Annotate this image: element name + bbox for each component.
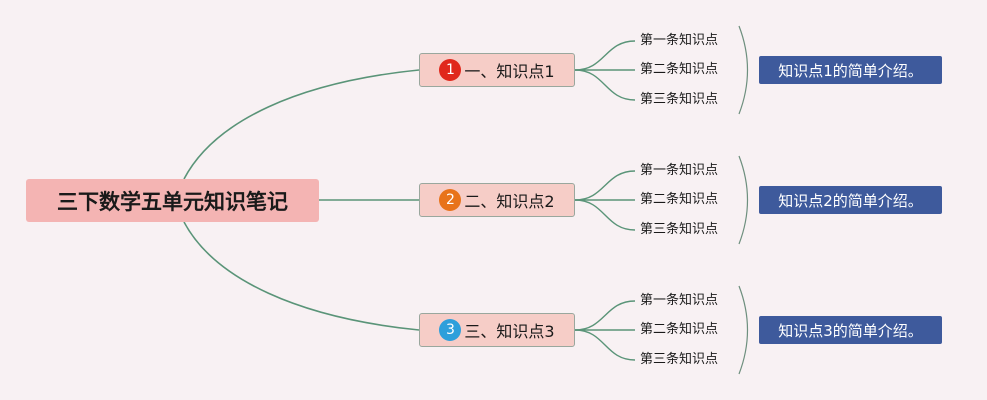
summary-topic-3[interactable]: 知识点3的简单介绍。 — [759, 316, 942, 344]
number-badge-1-icon: 1 — [439, 59, 462, 81]
connector-root-branch-3 — [183, 221, 420, 331]
connector-branch-2-leaf-3 — [574, 199, 636, 231]
leaf-topic-3-2[interactable]: 第二条知识点 — [640, 322, 719, 337]
number-badge-3-text: 3 — [445, 322, 455, 338]
number-badge-2-icon: 2 — [439, 189, 462, 211]
connector-branch-1-leaf-3 — [574, 69, 636, 101]
summary-topic-1[interactable]: 知识点1的简单介绍。 — [759, 56, 942, 84]
summary-bracket-3 — [738, 285, 749, 375]
root-topic[interactable]: 三下数学五单元知识笔记 — [26, 179, 319, 222]
branch-topic-2-label: 二、知识点2 — [464, 192, 555, 211]
number-badge-1-text: 1 — [445, 62, 455, 78]
branch-topic-2[interactable]: 2 二、知识点2 — [419, 183, 575, 217]
summary-topic-2-label: 知识点2的简单介绍。 — [778, 191, 923, 210]
branch-topic-1-label: 一、知识点1 — [464, 62, 555, 81]
connector-branch-3-leaf-3 — [574, 329, 636, 361]
leaf-topic-1-1[interactable]: 第一条知识点 — [640, 33, 719, 48]
connector-branch-2-leaf-1 — [574, 170, 636, 201]
leaf-topic-3-1[interactable]: 第一条知识点 — [640, 293, 719, 308]
connector-branch-1-leaf-1 — [574, 40, 636, 71]
leaf-topic-2-2[interactable]: 第二条知识点 — [640, 192, 719, 207]
connector-root-branch-1 — [183, 69, 420, 180]
summary-topic-3-label: 知识点3的简单介绍。 — [778, 321, 923, 340]
summary-topic-1-label: 知识点1的简单介绍。 — [778, 61, 923, 80]
leaf-topic-1-2[interactable]: 第二条知识点 — [640, 62, 719, 77]
summary-bracket-1 — [738, 25, 749, 115]
number-badge-3-icon: 3 — [439, 319, 462, 341]
summary-topic-2[interactable]: 知识点2的简单介绍。 — [759, 186, 942, 214]
branch-topic-3[interactable]: 3 三、知识点3 — [419, 313, 575, 347]
leaf-topic-3-3[interactable]: 第三条知识点 — [640, 352, 719, 367]
leaf-topic-2-1[interactable]: 第一条知识点 — [640, 163, 719, 178]
root-topic-label: 三下数学五单元知识笔记 — [57, 189, 288, 214]
summary-bracket-2 — [738, 155, 749, 245]
connector-branch-3-leaf-1 — [574, 300, 636, 331]
leaf-topic-1-3[interactable]: 第三条知识点 — [640, 92, 719, 107]
number-badge-2-text: 2 — [445, 192, 455, 208]
branch-topic-1[interactable]: 1 一、知识点1 — [419, 53, 575, 87]
branch-topic-3-label: 三、知识点3 — [464, 322, 555, 341]
leaf-topic-2-3[interactable]: 第三条知识点 — [640, 222, 719, 237]
